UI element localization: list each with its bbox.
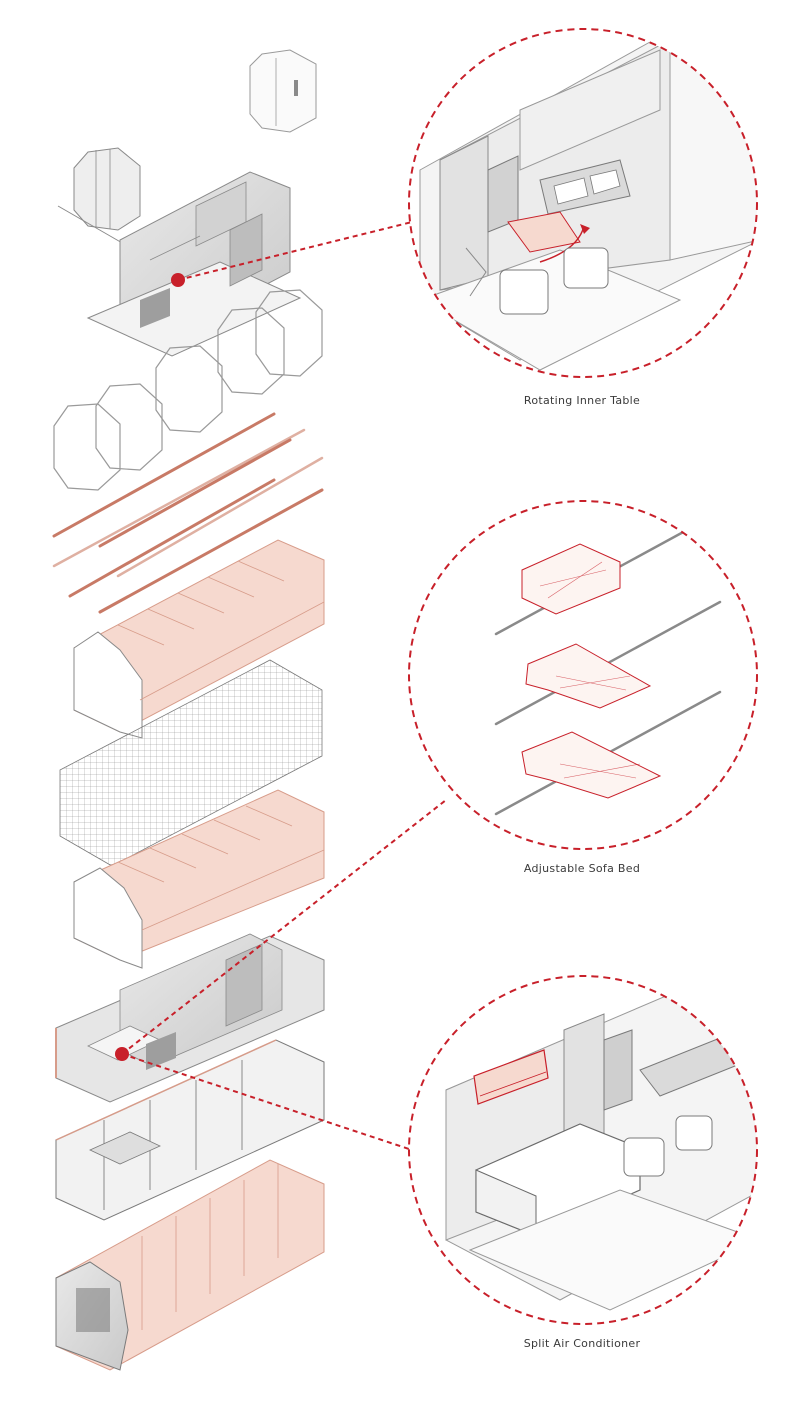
caption-adjustable-sofa-bed: Adjustable Sofa Bed	[523, 862, 641, 875]
end-door-back	[249, 49, 317, 133]
connector-sofa	[121, 799, 447, 1055]
mesh-layer	[59, 659, 323, 867]
detail-circle-sofa	[408, 500, 758, 850]
detail-circle-table	[408, 28, 758, 378]
end-door-front	[57, 147, 141, 245]
structural-frame	[55, 1039, 325, 1221]
caption-split-air-conditioner: Split Air Conditioner	[523, 1337, 641, 1350]
longitudinal-rods	[52, 412, 324, 614]
callout-connectors	[121, 221, 447, 1151]
outer-shell	[73, 539, 325, 739]
detail-callout-ac	[408, 975, 758, 1325]
caption-rotating-inner-table: Rotating Inner Table	[523, 394, 641, 407]
detail-callout-table	[408, 28, 758, 378]
marker-dot-kitchen	[171, 273, 185, 287]
connector-ac	[121, 1053, 413, 1151]
marker-dot-interior	[115, 1047, 129, 1061]
inner-shell	[73, 789, 325, 969]
connector-table	[177, 221, 413, 281]
detail-callout-sofa	[408, 500, 758, 850]
octagon-frames	[53, 289, 323, 491]
kitchen-module	[86, 171, 302, 357]
detail-circle-ac	[408, 975, 758, 1325]
assembled-capsule	[55, 1159, 325, 1371]
